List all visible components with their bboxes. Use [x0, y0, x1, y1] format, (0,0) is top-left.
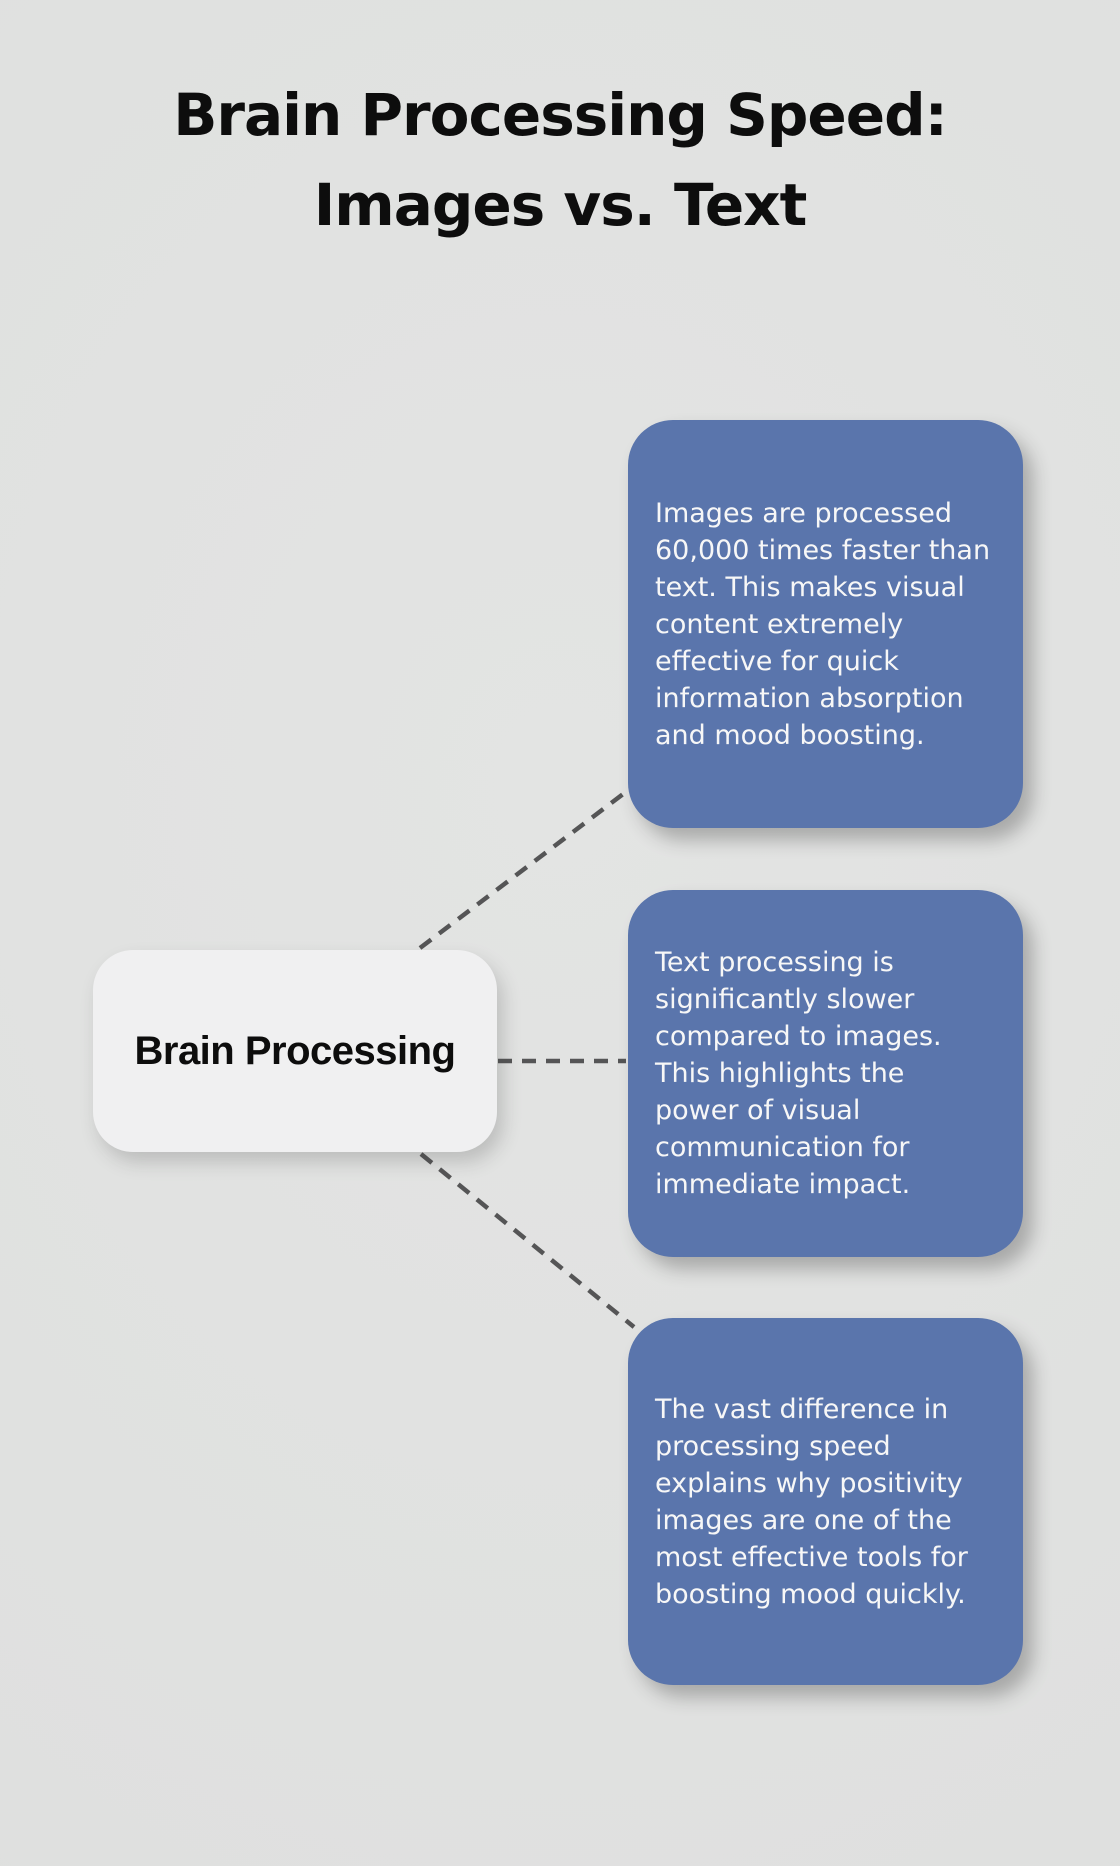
branch-node-speed-difference: The vast difference in processing speed …	[628, 1318, 1023, 1685]
page-title: Brain Processing Speed: Images vs. Text	[0, 70, 1120, 250]
branch-node-text: Images are processed 60,000 times faster…	[655, 497, 991, 751]
page-title-line-2: Images vs. Text	[313, 171, 808, 239]
root-node-brain-processing: Brain Processing	[93, 950, 497, 1152]
connector-root-to-node-1	[418, 786, 633, 950]
connector-root-to-node-3	[419, 1152, 636, 1329]
root-node-label: Brain Processing	[134, 1028, 456, 1073]
branch-node-images-processed-faster: Images are processed 60,000 times faster…	[628, 420, 1023, 828]
branch-node-text-processing-slower: Text processing is significantly slower …	[628, 890, 1023, 1257]
branch-node-text: Text processing is significantly slower …	[655, 947, 942, 1200]
page-title-line-1: Brain Processing Speed:	[173, 81, 948, 149]
branch-node-text: The vast difference in processing speed …	[655, 1393, 968, 1610]
